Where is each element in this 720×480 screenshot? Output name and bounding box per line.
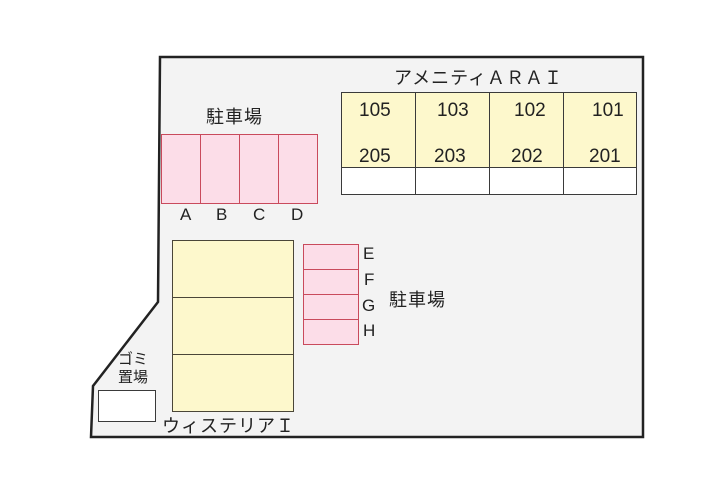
parking-space-f[interactable] bbox=[303, 269, 359, 295]
unit-number: 105 bbox=[359, 100, 391, 121]
unit-number: 102 bbox=[514, 100, 546, 121]
parking-space-a[interactable] bbox=[161, 134, 201, 204]
space-label: E bbox=[363, 244, 375, 263]
space-label: F bbox=[364, 270, 375, 289]
trash-area[interactable] bbox=[98, 390, 156, 422]
building-a-annex bbox=[341, 167, 416, 195]
unit-number: 202 bbox=[511, 146, 543, 167]
building-a-annex bbox=[563, 167, 637, 195]
parking-side-label: 駐車場 bbox=[389, 290, 446, 311]
parking-space-d[interactable] bbox=[278, 134, 318, 204]
parking-space-c[interactable] bbox=[239, 134, 279, 204]
space-label: H bbox=[363, 321, 376, 340]
building-a-annex bbox=[489, 167, 564, 195]
space-label: B bbox=[216, 205, 228, 224]
trash-label-line1: ゴミ bbox=[117, 350, 148, 368]
parking-space-g[interactable] bbox=[303, 294, 359, 320]
unit-number: 103 bbox=[437, 100, 469, 121]
building-b-name: ウィステリアＩ bbox=[162, 416, 295, 437]
building-b-unit[interactable] bbox=[172, 297, 294, 355]
building-a-name: アメニティＡＲＡＩ bbox=[394, 68, 564, 89]
space-label: A bbox=[180, 205, 192, 224]
space-label: D bbox=[291, 205, 304, 224]
building-b-unit[interactable] bbox=[172, 240, 294, 298]
unit-number: 205 bbox=[359, 146, 391, 167]
parking-space-h[interactable] bbox=[303, 319, 359, 345]
unit-number: 201 bbox=[589, 146, 621, 167]
space-label: G bbox=[362, 296, 376, 315]
parking-space-e[interactable] bbox=[303, 244, 359, 270]
trash-label-line2: 置場 bbox=[117, 368, 148, 386]
parking-top-label: 駐車場 bbox=[206, 107, 263, 128]
space-label: C bbox=[253, 205, 266, 224]
unit-102-202[interactable]: 102 202 bbox=[489, 92, 564, 169]
unit-103-203[interactable]: 103 203 bbox=[415, 92, 490, 169]
parking-space-b[interactable] bbox=[200, 134, 240, 204]
unit-105-205[interactable]: 105 205 bbox=[341, 92, 416, 169]
trash-label: ゴミ 置場 bbox=[116, 350, 150, 386]
unit-number: 203 bbox=[434, 146, 466, 167]
unit-number: 101 bbox=[592, 100, 624, 121]
building-b-unit[interactable] bbox=[172, 354, 294, 412]
unit-101-201[interactable]: 101 201 bbox=[563, 92, 637, 169]
building-a-annex bbox=[415, 167, 490, 195]
